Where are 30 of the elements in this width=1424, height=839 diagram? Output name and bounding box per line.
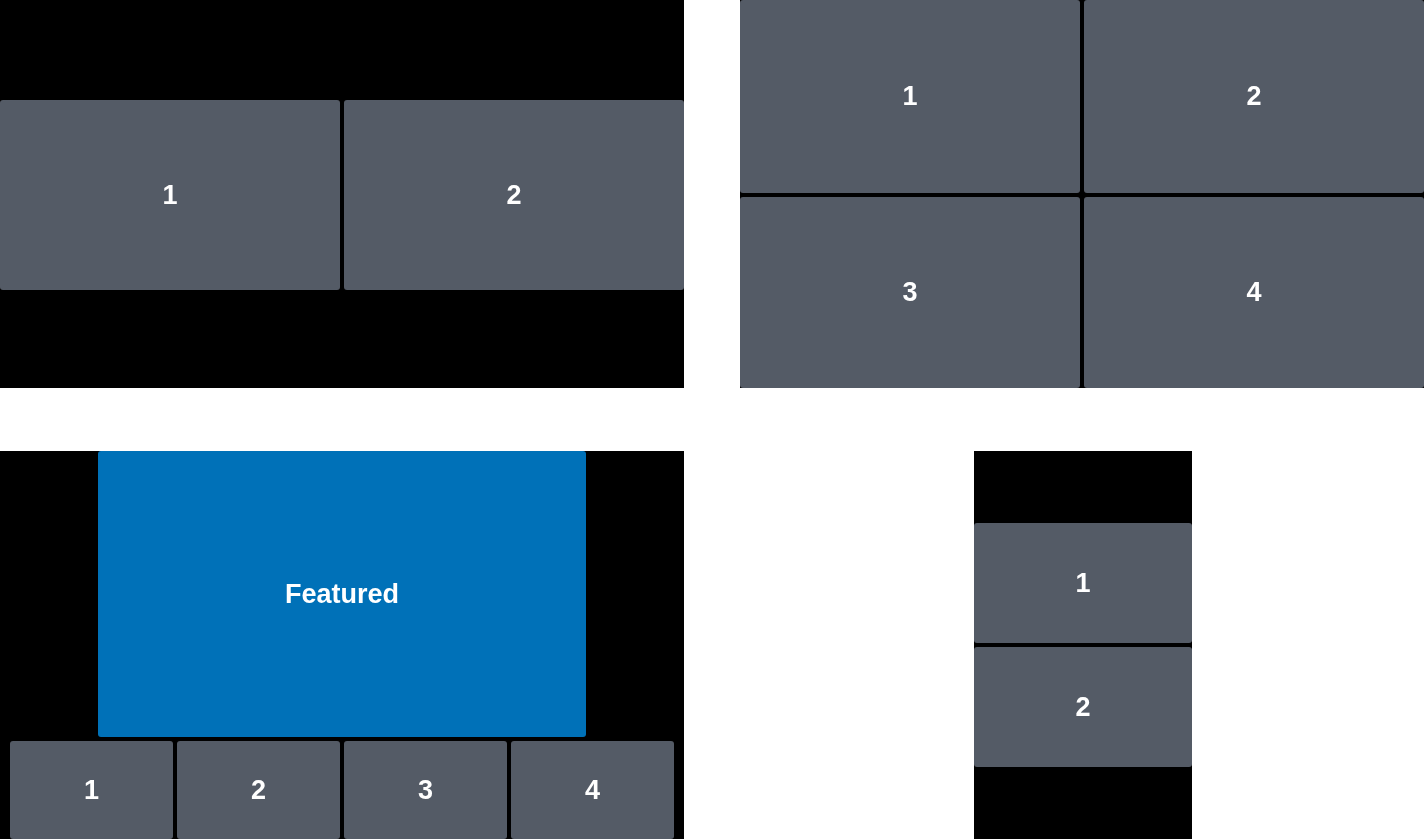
video-tile	[1084, 0, 1424, 193]
layout-panel	[740, 0, 1424, 388]
tile-label: 4	[1246, 277, 1262, 308]
video-tile	[974, 523, 1192, 643]
tile-label: 2	[1075, 691, 1091, 723]
tile-label: 1	[1075, 567, 1091, 599]
video-tile	[344, 100, 684, 290]
video-tile	[511, 741, 674, 839]
video-tile	[177, 741, 340, 839]
tile-label: 1	[162, 179, 178, 211]
tile-label: 1	[84, 774, 99, 806]
layout-panel	[0, 451, 684, 839]
tile-label: 3	[902, 277, 918, 308]
layout-panel	[0, 0, 684, 388]
tile-label: 2	[506, 179, 522, 211]
tile-label: 1	[902, 81, 918, 112]
tile-label: 3	[418, 774, 433, 806]
video-tile	[974, 647, 1192, 767]
tile-label: 2	[251, 774, 266, 806]
video-tile	[344, 741, 507, 839]
video-tile	[10, 741, 173, 839]
video-tile	[0, 100, 340, 290]
featured-tile	[98, 451, 586, 737]
tile-label: 2	[1246, 81, 1262, 112]
video-tile	[1084, 197, 1424, 388]
tile-label: 4	[585, 774, 600, 806]
layout-panel	[974, 451, 1192, 839]
video-tile	[740, 0, 1080, 193]
tile-label: Featured	[285, 578, 399, 610]
video-tile	[740, 197, 1080, 388]
